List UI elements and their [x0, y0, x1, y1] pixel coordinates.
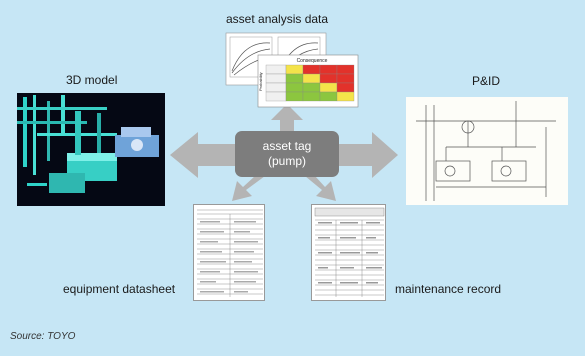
- matrix-row-label: Probability: [258, 72, 263, 91]
- asset-analysis-label: asset analysis data: [226, 12, 329, 26]
- arrow-to-maintenance: [305, 176, 336, 201]
- asset-analysis-image: Consequence Probability: [224, 31, 360, 108]
- datasheet-image: [193, 204, 265, 301]
- maintenance-label: maintenance record: [395, 282, 502, 296]
- maintenance-image: [311, 204, 386, 301]
- arrow-to-pid: [337, 132, 398, 178]
- arrow-to-datasheet: [232, 176, 265, 201]
- hub-line-1: asset tag: [262, 139, 312, 153]
- pid-image: [406, 97, 568, 205]
- datasheet-label: equipment datasheet: [63, 282, 176, 296]
- model-3d-label: 3D model: [66, 73, 118, 87]
- hub-line-2: (pump): [267, 154, 306, 168]
- asset-tag-hub: asset tag (pump): [235, 131, 339, 177]
- arrow-to-asset-analysis: [271, 104, 303, 133]
- matrix-header: Consequence: [297, 58, 328, 64]
- pid-label: P&ID: [472, 74, 501, 88]
- model-3d-image: [17, 93, 165, 206]
- arrow-to-3d-model: [170, 132, 237, 178]
- source-note: Source: TOYO: [10, 331, 76, 342]
